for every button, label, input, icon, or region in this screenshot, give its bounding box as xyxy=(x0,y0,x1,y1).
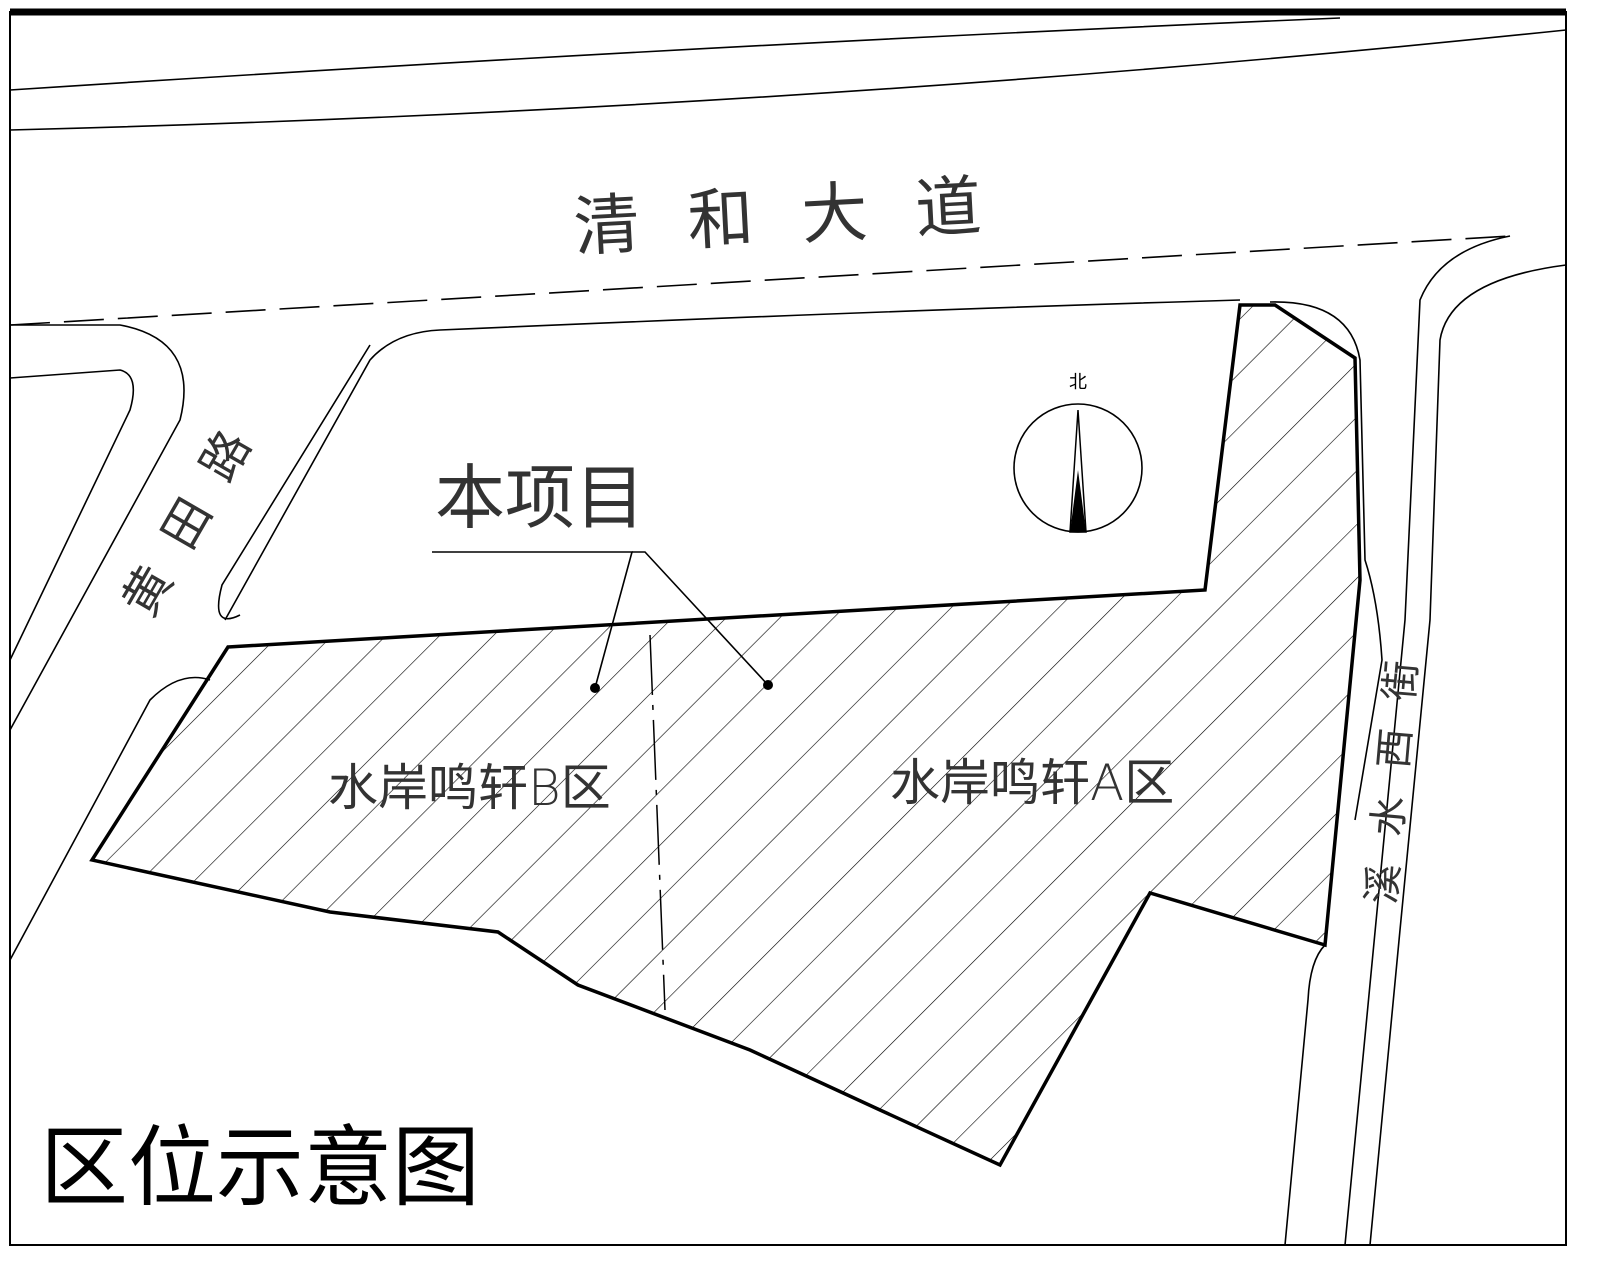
road-edge xyxy=(1369,264,1567,1246)
zone-a-label: 水岸鸣轩A区 xyxy=(890,754,1174,812)
road-label-huangtian: 黄田路 xyxy=(112,395,278,626)
project-label: 本项目 xyxy=(435,457,645,539)
road-edge xyxy=(9,29,1567,131)
road-edge xyxy=(217,344,371,620)
road-edge xyxy=(9,676,211,961)
road-edge xyxy=(1269,301,1383,821)
zone-divider xyxy=(649,634,666,1011)
road-edge xyxy=(9,324,185,731)
leader-dot xyxy=(763,680,773,690)
project-site-boundary xyxy=(89,303,1362,1168)
north-label: 北 xyxy=(1069,372,1087,393)
leader-dot xyxy=(590,683,600,693)
road-edge xyxy=(1344,235,1511,1246)
road-label-xishui: 溪水西街 xyxy=(1359,631,1429,906)
north-arrow-icon xyxy=(1013,403,1143,533)
road-edge xyxy=(224,299,1241,621)
leader-line-a xyxy=(632,551,769,686)
zone-b-label: 水岸鸣轩B区 xyxy=(328,759,611,817)
road-edge xyxy=(9,17,1341,91)
road-label-qinghe: 清和大道 xyxy=(572,165,1031,266)
road-edge xyxy=(1284,944,1326,1246)
road-edge xyxy=(9,369,135,661)
map-title: 区位示意图 xyxy=(40,1116,480,1219)
road-centerline xyxy=(9,235,1511,326)
